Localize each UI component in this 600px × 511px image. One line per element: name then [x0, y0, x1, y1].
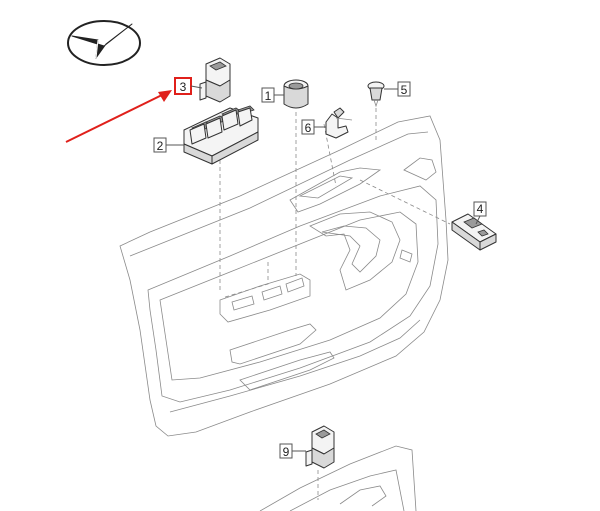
check-arrow-logo-icon: [67, 20, 141, 66]
part-6-bracket: [325, 107, 353, 139]
leader-lines: [219, 108, 451, 500]
callout-6: 6: [301, 119, 326, 135]
svg-text:6: 6: [305, 121, 312, 135]
callout-4: 4: [473, 201, 487, 225]
svg-text:1: 1: [265, 89, 272, 103]
svg-text:4: 4: [477, 202, 484, 216]
part-1-mirror-knob: [283, 79, 309, 109]
part-9-switch: [305, 425, 335, 469]
svg-text:3: 3: [180, 80, 187, 94]
svg-text:9: 9: [283, 445, 290, 459]
door-trim-panel: [119, 115, 449, 437]
callout-1: 1: [261, 87, 284, 103]
callout-5: 5: [384, 81, 411, 97]
door-trim-panel-lower: [259, 445, 417, 511]
part-3-switch: [199, 57, 231, 103]
svg-text:2: 2: [157, 139, 164, 153]
part-5-clip: [367, 81, 385, 108]
part-2-switch-block: [183, 105, 259, 165]
part-4-rear-switch: [451, 213, 497, 251]
svg-text:5: 5: [401, 83, 408, 97]
callout-3: 3: [174, 77, 203, 95]
callout-2: 2: [153, 137, 184, 153]
callout-9: 9: [279, 443, 306, 459]
red-pointer-arrow-icon: [65, 90, 172, 143]
